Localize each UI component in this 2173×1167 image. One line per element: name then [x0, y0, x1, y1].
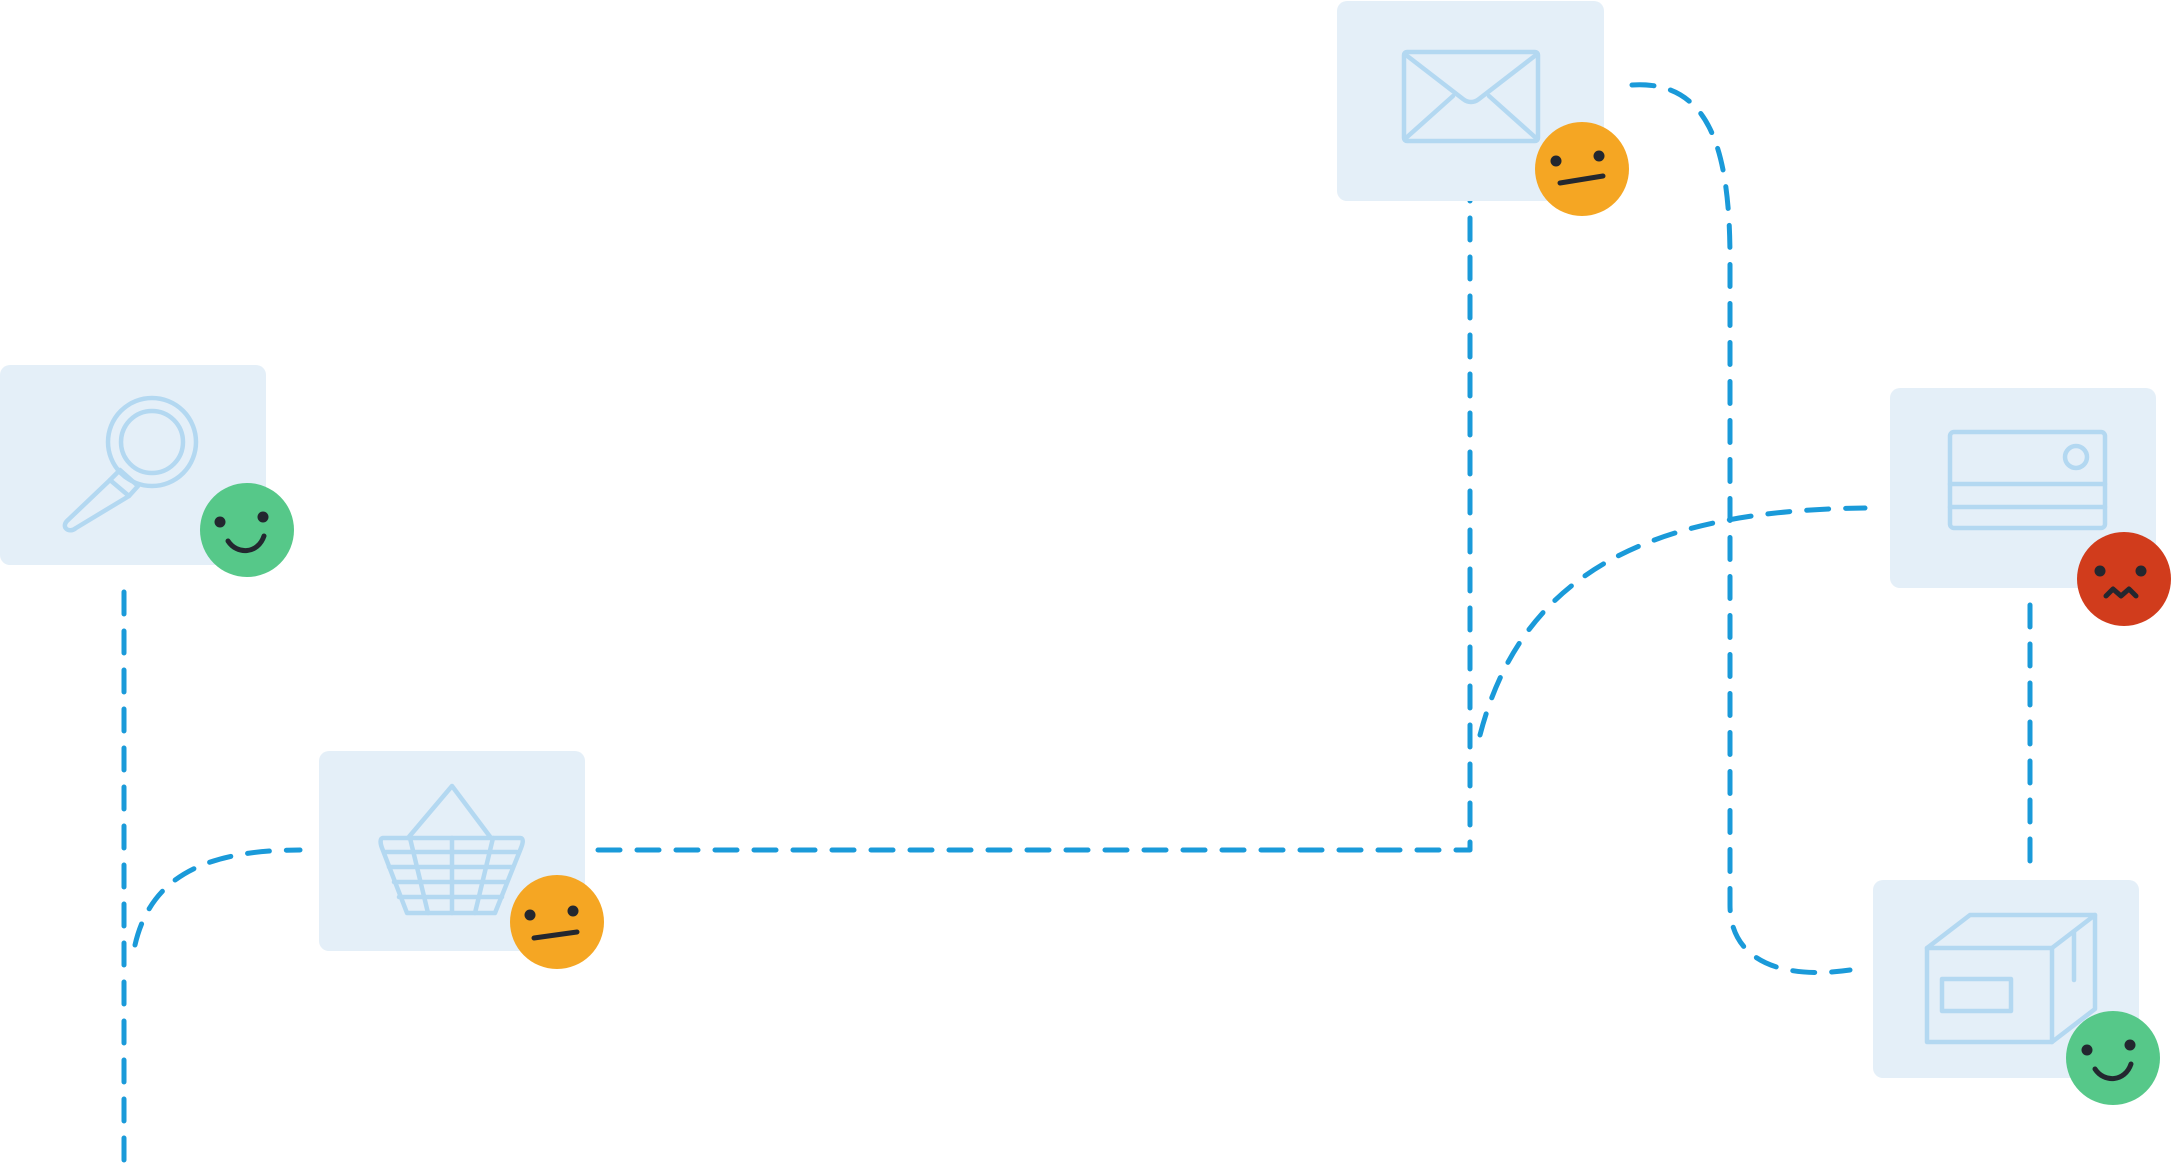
step-search: [0, 365, 294, 577]
envelope-icon: [1401, 49, 1541, 144]
path-email-loop-to-delivery: [1629, 82, 1853, 975]
unhappy-face-icon: [2077, 532, 2171, 626]
step-payment-card: [1890, 388, 2156, 588]
magnifier-icon: [62, 395, 199, 533]
path-curve-to-basket: [132, 847, 303, 948]
journey-paths: [121, 82, 2033, 1167]
path-curve-to-payment: [1477, 505, 1868, 738]
step-email: [1337, 1, 1629, 216]
happy-face-icon: [2066, 1011, 2160, 1105]
step-payment: [1890, 388, 2171, 626]
neutral-face-icon: [1535, 122, 1629, 216]
credit-card-icon: [1947, 429, 2108, 531]
step-basket: [319, 751, 604, 969]
shopping-basket-icon: [378, 783, 525, 916]
package-box-icon: [1924, 912, 2098, 1045]
step-delivery: [1873, 880, 2160, 1105]
happy-face-icon: [200, 483, 294, 577]
path-basket-to-email: [595, 197, 1473, 853]
neutral-face-icon: [510, 875, 604, 969]
